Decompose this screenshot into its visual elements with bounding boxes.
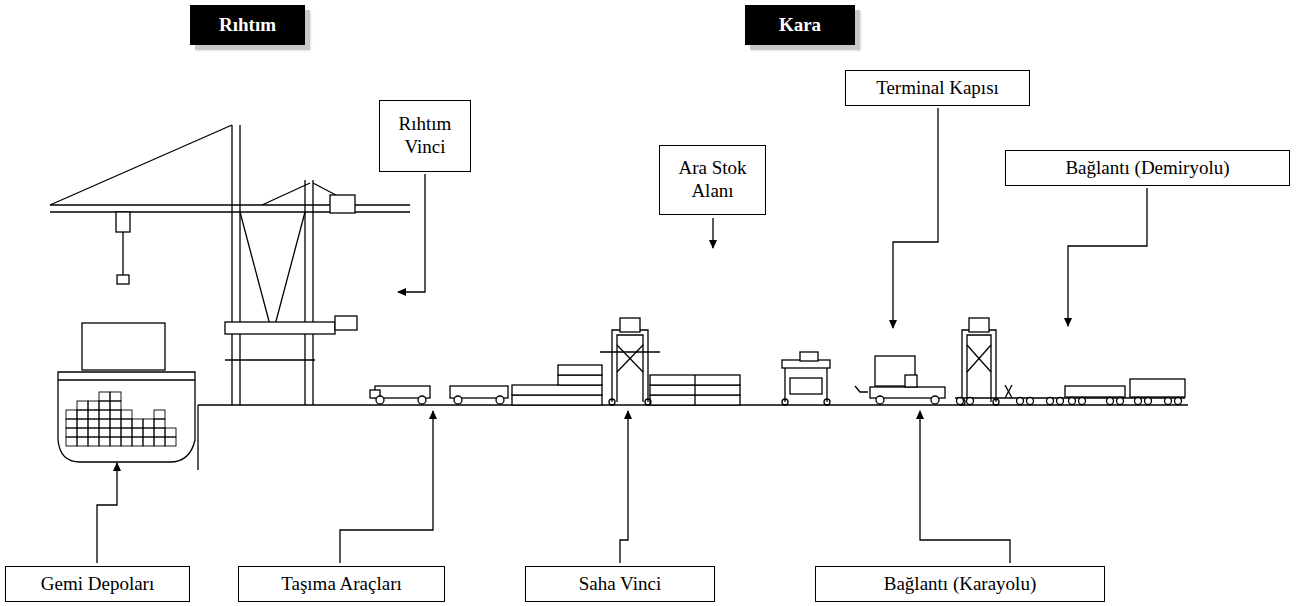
callout-box: Taşıma Araçları (238, 566, 445, 602)
quay-wall (197, 405, 198, 470)
section-header: Kara (745, 5, 855, 45)
container-stack (512, 365, 740, 405)
box-label: Bağlantı (Demiryolu) (1065, 157, 1229, 180)
yard-crane (959, 318, 999, 405)
box-label: Rıhtım (219, 14, 276, 37)
train (955, 379, 1185, 405)
straddle-carrier (782, 352, 830, 405)
box-label: Bağlantı (Karayolu) (884, 573, 1036, 596)
box-label: Terminal Kapısı (876, 77, 999, 100)
section-header: Rıhtım (190, 5, 305, 45)
box-label: Rıhtım Vinci (385, 113, 465, 159)
box-label: Kara (779, 14, 821, 37)
yard-crane (600, 318, 660, 405)
callout-box: Terminal Kapısı (845, 70, 1030, 106)
ship (58, 323, 195, 462)
callout-box: Rıhtım Vinci (379, 100, 471, 172)
box-label: Ara Stok Alanı (665, 157, 760, 203)
callout-box: Bağlantı (Demiryolu) (1005, 150, 1290, 186)
callout-box: Ara Stok Alanı (659, 145, 766, 215)
transport-vehicles (370, 386, 508, 404)
leader-arrows (97, 108, 1147, 563)
callout-box: Saha Vinci (525, 566, 715, 602)
callout-box: Gemi Depoları (5, 566, 190, 602)
box-label: Taşıma Araçları (281, 573, 402, 596)
box-label: Saha Vinci (579, 573, 661, 596)
box-label: Gemi Depoları (41, 573, 154, 596)
quay-crane (50, 125, 410, 405)
callout-box: Bağlantı (Karayolu) (815, 566, 1105, 602)
terminal-gate (855, 356, 945, 404)
